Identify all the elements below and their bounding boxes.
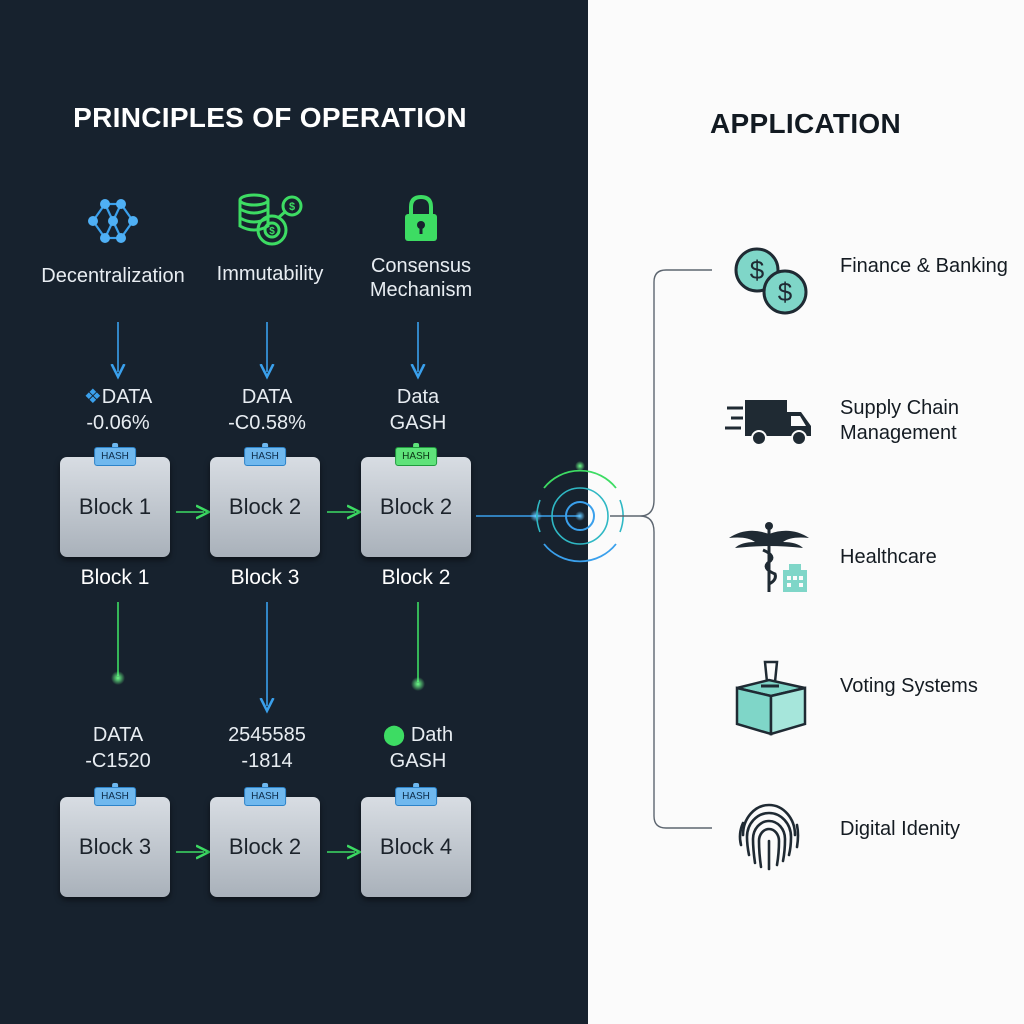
block-label: Block 4 (379, 834, 453, 859)
chain-block: HASH Block 1 (60, 443, 170, 557)
principle-consensus: Consensus Mechanism (336, 194, 506, 302)
network-hub-icon (536, 461, 624, 563)
app-healthcare: Healthcare (725, 520, 1024, 600)
app-voting: Voting Systems (725, 658, 1024, 738)
data-label: ❖DATA -0.06% (83, 386, 153, 434)
chain-block: HASH Block 2 (210, 783, 320, 897)
dollar-coins-icon: $ $ (734, 247, 808, 315)
block-caption: Block 2 (381, 566, 451, 589)
block-caption: Block 3 (230, 566, 300, 589)
app-digital-identity: Digital Idenity (725, 795, 1024, 875)
network-icon (88, 199, 138, 243)
principle-immutability: $ $ Immutability (185, 192, 355, 286)
data-label: 2545585 -1814 (228, 724, 306, 772)
fingerprint-icon (738, 803, 800, 871)
app-label: Finance & Banking (840, 255, 1008, 277)
glow-node (411, 677, 425, 691)
chain-block: HASH Block 4 (361, 783, 471, 897)
app-finance: $ $ Finance & Banking (725, 246, 1024, 326)
principles-title: PRINCIPLES OF OPERATION (73, 102, 467, 133)
svg-text:$: $ (778, 277, 793, 307)
delivery-truck-icon (725, 400, 811, 446)
hash-tag: HASH (244, 443, 286, 466)
chain-block: HASH Block 3 (60, 783, 170, 897)
app-label: Voting Systems (840, 675, 978, 697)
block-label: Block 2 (379, 494, 453, 519)
block-label: Block 1 (78, 494, 152, 519)
glow-node (530, 510, 542, 522)
app-label: Healthcare (840, 546, 937, 568)
hash-tag: HASH (395, 443, 437, 466)
data-label: DATA -C0.58% (228, 386, 306, 434)
app-label: Supply Chain Management (840, 397, 959, 444)
data-label: DATA -C1520 (85, 724, 151, 772)
application-title: APPLICATION (710, 108, 902, 139)
principle-label: Consensus Mechanism (369, 255, 473, 301)
data-label: Data GASH (389, 386, 447, 434)
hash-tag: HASH (94, 443, 136, 466)
principle-label: Decentralization (41, 265, 185, 287)
chain-block: HASH Block 2 (361, 443, 471, 557)
glow-node (111, 671, 125, 685)
hash-tag: HASH (395, 783, 437, 806)
svg-text:$: $ (750, 255, 765, 285)
block-label: Block 2 (228, 494, 302, 519)
svg-text:$: $ (289, 201, 295, 213)
hash-tag: HASH (244, 783, 286, 806)
coin-stack-icon: $ $ (238, 193, 303, 246)
block-label: Block 2 (228, 834, 302, 859)
hash-tag: HASH (94, 783, 136, 806)
chain-block: HASH Block 2 (210, 443, 320, 557)
ballot-box-icon (735, 660, 807, 736)
diamond-icon: ❖ (83, 386, 102, 408)
lock-icon (405, 194, 437, 241)
app-label: Digital Idenity (840, 818, 961, 840)
block-label: Block 3 (78, 834, 152, 859)
svg-text:$: $ (269, 226, 275, 237)
caduceus-icon (729, 522, 809, 592)
app-supply-chain: Supply Chain Management (725, 388, 1024, 468)
principle-label: Immutability (216, 263, 324, 285)
application-bracket (610, 269, 712, 829)
applications-panel (588, 0, 1024, 1024)
principle-decentralization: Decentralization (28, 196, 198, 288)
data-label: ⬤ Dath GASH (382, 724, 454, 772)
bug-icon: ⬤ (382, 724, 406, 746)
block-caption: Block 1 (80, 566, 150, 589)
